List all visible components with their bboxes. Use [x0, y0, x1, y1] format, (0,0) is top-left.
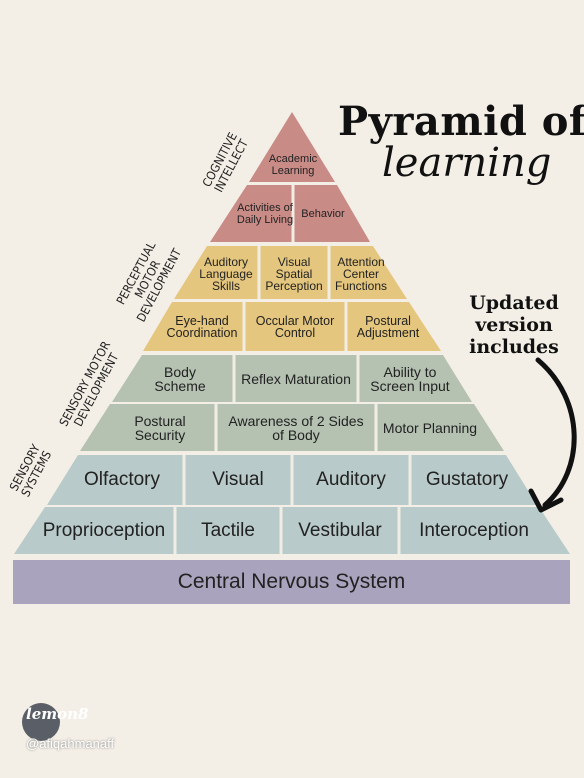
- block-body-scheme: Body Scheme: [154, 364, 206, 394]
- pyramid-title: Pyramid of: [338, 98, 584, 145]
- block-auditory-language-skills: Auditory Language Skills: [199, 254, 253, 293]
- block-occular-motor-control: Occular Motor Control: [255, 314, 335, 340]
- curved-arrow-icon: [535, 357, 577, 508]
- block-tactile: Tactile: [201, 520, 255, 541]
- lemon8-logo-icon: [22, 703, 60, 741]
- block-proprioception: Proprioception: [42, 520, 166, 541]
- block-gustatory: Gustatory: [425, 469, 509, 490]
- block-behavior: Behavior: [301, 208, 345, 220]
- block-postural-adjustment: Postural Adjustment: [356, 314, 420, 340]
- block-interoception: Interoception: [419, 520, 529, 541]
- watermark-handle: @afiqahmanaff: [26, 736, 115, 751]
- sensory-motor-layer-shape: [112, 355, 472, 402]
- block-separators: [173, 185, 412, 554]
- block-motor-planning: Motor Planning: [382, 420, 478, 436]
- arrow-head-icon: [528, 488, 564, 513]
- block-postural-security: Postural Security: [134, 413, 186, 443]
- block-ability-to-screen-input: Ability to Screen Input: [370, 364, 450, 394]
- block-visual: Visual: [212, 469, 264, 490]
- block-attention-center-functions: Attention Center Functions: [334, 254, 388, 293]
- sensory-motor-layer-shape: [80, 404, 504, 451]
- block-eye-hand-coordination: Eye-hand Coordination: [166, 314, 238, 340]
- central-nervous-system-base: Central Nervous System: [13, 560, 570, 604]
- updated-version-note: Updated version includes: [469, 292, 559, 358]
- block-reflex-maturation: Reflex Maturation: [241, 371, 351, 387]
- block-vestibular: Vestibular: [298, 520, 382, 541]
- block-activities-of-daily-living: Activities of Daily Living: [236, 202, 294, 226]
- watermark-logo-text: lemon8: [26, 705, 89, 723]
- perceptual-layer-shape: [174, 246, 407, 299]
- block-awareness-of-2-sides-of-body: Awareness of 2 Sides of Body: [228, 413, 364, 443]
- sensory-systems-layer-shape: [14, 507, 570, 554]
- pyramid-subtitle: learning: [382, 140, 552, 186]
- block-olfactory: Olfactory: [83, 469, 161, 490]
- block-visual-spatial-perception: Visual Spatial Perception: [265, 254, 323, 293]
- cognitive-layer-shape: [210, 185, 370, 242]
- block-auditory: Auditory: [316, 469, 386, 490]
- cognitive-layer-shape: [249, 112, 335, 182]
- block-academic-learning: Academic Learning: [268, 153, 318, 177]
- perceptual-layer-shape: [143, 302, 441, 351]
